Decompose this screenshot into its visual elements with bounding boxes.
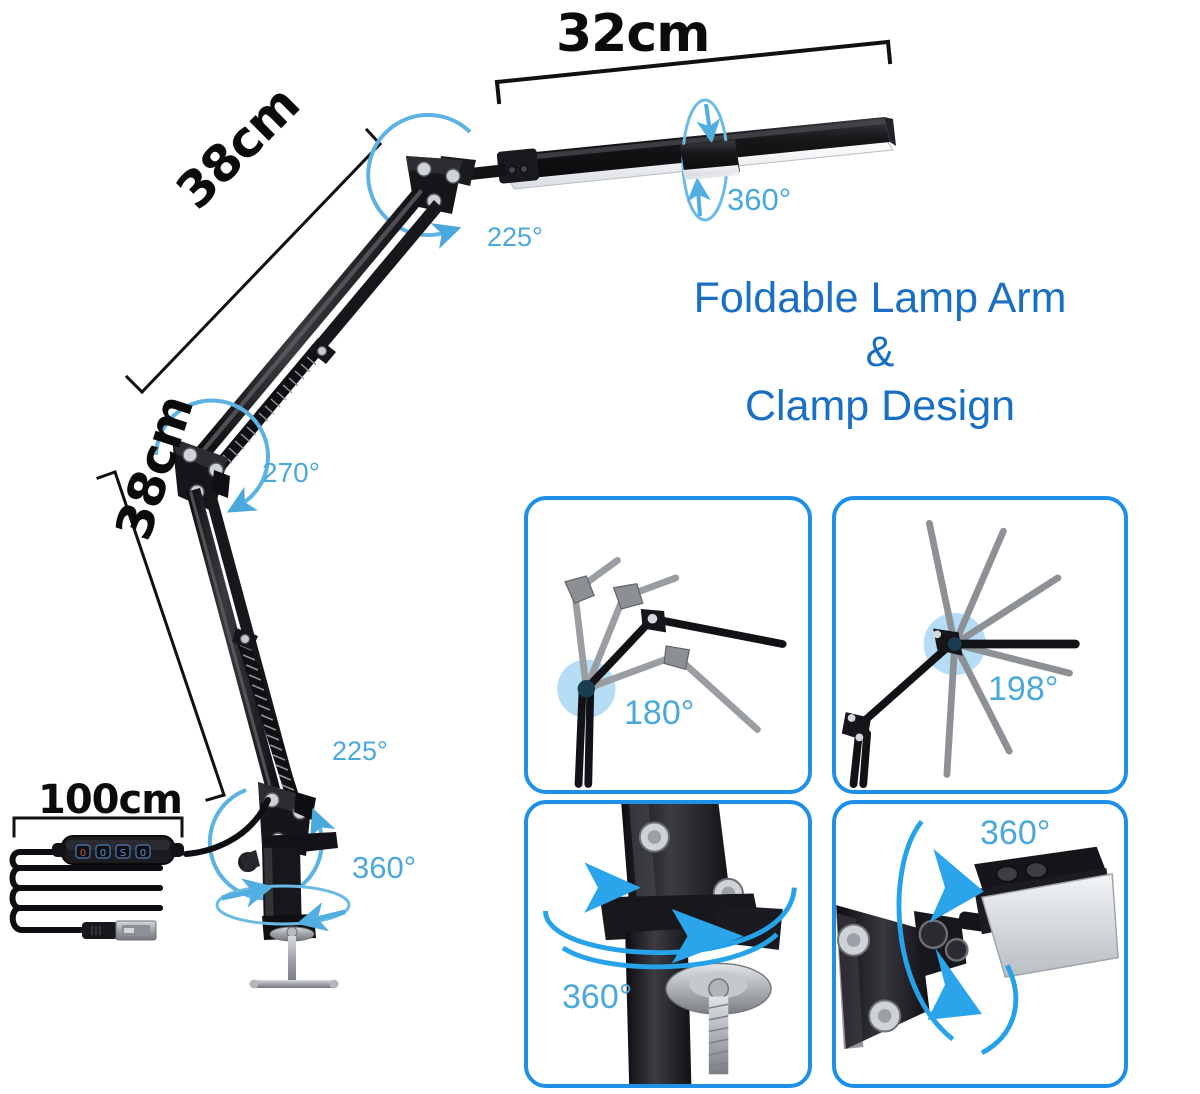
dimension-bracket-38cm-lower xyxy=(96,470,226,802)
angle-label-head-rotation: 360° xyxy=(727,182,792,217)
panel-3-angle-label: 360° xyxy=(562,978,633,1016)
headline-line-1: Foldable Lamp Arm xyxy=(693,274,1067,322)
lower-arm xyxy=(186,488,299,797)
desk-clamp xyxy=(238,832,339,989)
svg-text:0: 0 xyxy=(80,848,86,859)
panel-4-illustration xyxy=(836,819,1119,1056)
clamp-rotation-indicator xyxy=(215,878,351,932)
usb-cable xyxy=(9,797,271,933)
panel-clamp-base-swivel: 360° xyxy=(524,800,812,1088)
dimension-bracket-32cm xyxy=(494,39,893,105)
usb-plug xyxy=(82,920,157,941)
angle-label-head-joint: 225° xyxy=(487,222,543,252)
page-title: Foldable Lamp Arm & Clamp Design xyxy=(600,272,1160,433)
upper-arm xyxy=(196,186,443,481)
dimension-bracket-100cm xyxy=(12,816,184,838)
upper-arm-spring xyxy=(206,343,323,481)
dimension-label-32cm: 32cm xyxy=(556,4,710,64)
svg-text:S: S xyxy=(120,848,126,859)
svg-text:0: 0 xyxy=(100,848,106,859)
dimension-label-100cm: 100cm xyxy=(38,777,183,823)
headline-line-2: & xyxy=(865,327,895,376)
panel-2-illustration xyxy=(841,519,1080,789)
panel-1-angle-label: 180° xyxy=(624,694,695,732)
svg-text:0: 0 xyxy=(140,848,146,859)
headline-line-3: Clamp Design xyxy=(744,381,1016,430)
panel-arm-fold-range: 180° xyxy=(524,496,812,794)
panel-1-illustration xyxy=(557,557,787,788)
panel-3-illustration xyxy=(543,804,797,1084)
panel-2-angle-label: 198° xyxy=(988,670,1059,708)
angle-label-elbow-joint: 270° xyxy=(262,457,320,488)
panel-head-tilt-swivel: 360° xyxy=(832,800,1128,1088)
angle-label-clamp-base: 360° xyxy=(352,850,417,885)
panel-head-swivel-range: 198° xyxy=(832,496,1128,794)
elbow-joint-arc xyxy=(154,398,270,513)
cable-controller: 0 0 S 0 xyxy=(52,835,184,865)
panel-4-angle-label: 360° xyxy=(980,814,1051,852)
angle-label-base-joint: 225° xyxy=(332,736,388,766)
